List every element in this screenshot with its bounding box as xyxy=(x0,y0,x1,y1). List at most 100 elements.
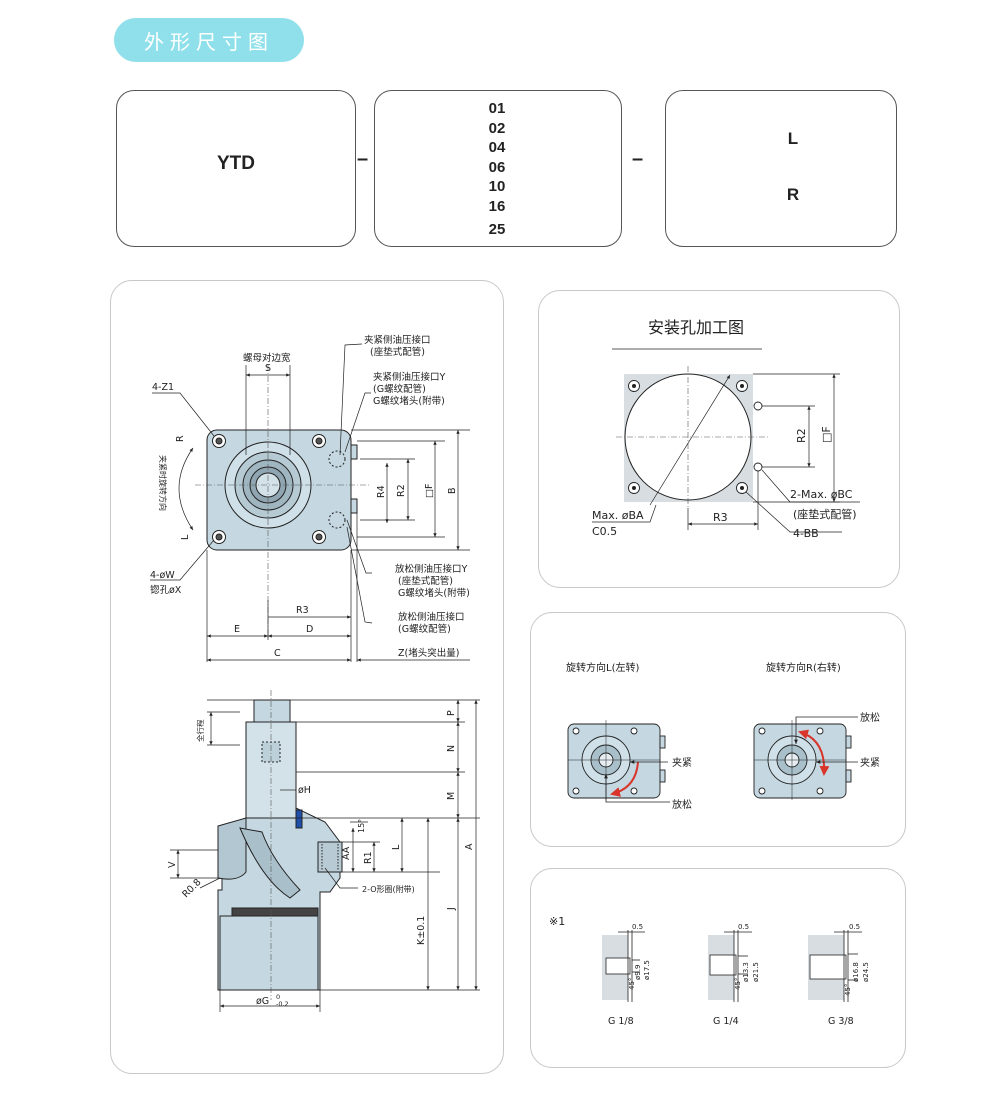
size-option: 10 xyxy=(488,178,506,196)
size-option: 01 xyxy=(488,100,506,117)
rotation-right-release: 放松 xyxy=(860,711,880,724)
thread-g18 xyxy=(602,930,645,1002)
label-clamp-port-gasket: 夹紧侧油压接口 xyxy=(364,334,431,346)
label-a: A xyxy=(464,843,475,850)
mount-label-ba: Max. øBA xyxy=(592,509,644,522)
mount-label-f: □F xyxy=(820,426,833,443)
rotation-direction-drawings: 旋转方向L(左转) 旋转方向R(右转) 夹紧 放松 放松 夹紧 xyxy=(566,661,880,811)
mount-title: 安装孔加工图 xyxy=(648,318,744,337)
label-j: J xyxy=(446,907,457,911)
model-series-box: YTD xyxy=(116,90,356,247)
label-r1: R1 xyxy=(363,851,374,864)
label-g: øG xyxy=(256,996,269,1007)
code-separator: – xyxy=(357,148,369,170)
label-clamp-direction: 夹紧时旋转方向 xyxy=(158,455,168,511)
thread-g14-name: G 1/4 xyxy=(713,1016,739,1027)
label-release-port-y-sub: (座垫式配管) xyxy=(398,575,453,587)
mount-label-r3: R3 xyxy=(713,511,728,524)
model-series: YTD xyxy=(217,153,255,174)
label-c: C xyxy=(274,648,281,659)
mount-label-r2: R2 xyxy=(795,428,808,443)
mount-label-bc: 2-Max. øBC xyxy=(790,488,853,501)
label-v: V xyxy=(167,861,178,868)
label-f: □F xyxy=(424,484,435,498)
label-k: K±0.1 xyxy=(416,916,427,945)
rotation-left-title: 旋转方向L(左转) xyxy=(566,661,639,674)
thread-g14-angle: 45° xyxy=(734,978,742,990)
label-nut-width: 螺母对边宽 xyxy=(243,352,291,364)
rotation-left-release: 放松 xyxy=(672,798,692,811)
rotation-right-title: 旋转方向R(右转) xyxy=(766,661,841,674)
label-l: L xyxy=(180,534,191,540)
label-r08: R0.8 xyxy=(180,877,203,900)
label-l-side: L xyxy=(391,844,402,850)
size-option: 16 xyxy=(488,197,506,215)
label-clamp-plug: G螺纹堵头(附带) xyxy=(373,395,445,407)
rotation-left xyxy=(567,720,666,800)
model-size-box: 01 02 04 06 10 16 25 xyxy=(374,90,622,247)
thread-g18-top: 0.5 xyxy=(632,923,643,931)
label-n: N xyxy=(446,745,457,752)
thread-g14 xyxy=(708,930,752,1002)
thread-g18-d1: ø9.9 xyxy=(634,965,642,980)
label-release-port-y: 放松侧油压接口Y xyxy=(395,563,468,575)
thread-details: ※1 0.5 ø9.9 ø17.5 xyxy=(549,915,870,1027)
thread-g38-d2: ø24.5 xyxy=(862,962,870,982)
label-e: E xyxy=(234,624,240,635)
label-x: 锪孔øX xyxy=(150,584,182,596)
thread-g38-angle: 45° xyxy=(844,984,852,996)
label-release-port: 放松侧油压接口 xyxy=(398,611,465,623)
mount-label-c05: C0.5 xyxy=(592,525,617,538)
label-clamp-port-gasket-sub: (座垫式配管) xyxy=(370,346,425,358)
top-view xyxy=(206,429,358,551)
label-s: S xyxy=(265,363,271,374)
thread-g38 xyxy=(808,930,862,1002)
model-size-list: 01 02 04 06 10 16 25 xyxy=(479,99,515,239)
mount-hole-drawing: 安装孔加工图 R2 □F 2-Max. øBC (座垫式配管) Max. øBA… xyxy=(592,318,860,540)
code-separator: – xyxy=(632,148,644,170)
thread-g38-name: G 3/8 xyxy=(828,1016,854,1027)
label-oring: 2-O形圈(附带) xyxy=(362,884,415,894)
size-option: 02 xyxy=(488,119,506,137)
label-angle-15: 15° xyxy=(357,819,366,833)
label-h: øH xyxy=(298,785,311,796)
label-z: Z(堵头突出量) xyxy=(398,647,459,659)
thread-g14-d1: ø13.3 xyxy=(742,962,750,982)
direction-l: L xyxy=(787,129,799,148)
label-r: R xyxy=(175,435,186,442)
mount-label-bb: 4-BB xyxy=(793,527,819,540)
thread-note: ※1 xyxy=(549,915,565,928)
section-tag: 外形尺寸图 xyxy=(114,18,304,62)
thread-g38-top: 0.5 xyxy=(849,923,860,931)
label-p: P xyxy=(446,710,457,716)
label-r3: R3 xyxy=(296,605,309,616)
mount-label-bc-sub: (座垫式配管) xyxy=(793,507,857,521)
label-g-tol-low: -0.2 xyxy=(276,1000,289,1008)
label-m: M xyxy=(446,792,457,800)
label-b: B xyxy=(447,487,458,494)
label-aa: AA xyxy=(341,846,352,860)
thread-g18-d2: ø17.5 xyxy=(643,960,651,980)
model-direction-box: L R xyxy=(665,90,897,247)
label-full-stroke: 全行程 xyxy=(195,719,205,742)
label-w: 4-øW xyxy=(150,570,175,581)
side-view xyxy=(217,699,343,991)
label-d: D xyxy=(306,624,313,635)
rotation-left-clamp: 夹紧 xyxy=(672,756,692,769)
label-clamp-port-y: 夹紧侧油压接口Y xyxy=(373,371,446,383)
thread-g14-d2: ø21.5 xyxy=(752,962,760,982)
direction-r: R xyxy=(786,185,800,204)
size-option: 06 xyxy=(488,158,506,176)
label-clamp-port-y-sub: (G螺纹配管) xyxy=(373,383,426,395)
thread-g18-name: G 1/8 xyxy=(608,1016,634,1027)
label-r4: R4 xyxy=(376,485,387,498)
size-option: 25 xyxy=(488,220,506,238)
label-g-tol-up: 0 xyxy=(276,993,280,1001)
thread-g18-angle: 45° xyxy=(628,978,636,990)
label-z1: 4-Z1 xyxy=(152,382,174,393)
label-release-plug: G螺纹堵头(附带) xyxy=(398,587,470,599)
thread-g38-d1: ø16.8 xyxy=(852,962,860,982)
rotation-right-clamp: 夹紧 xyxy=(860,756,880,769)
size-option: 04 xyxy=(488,139,506,157)
